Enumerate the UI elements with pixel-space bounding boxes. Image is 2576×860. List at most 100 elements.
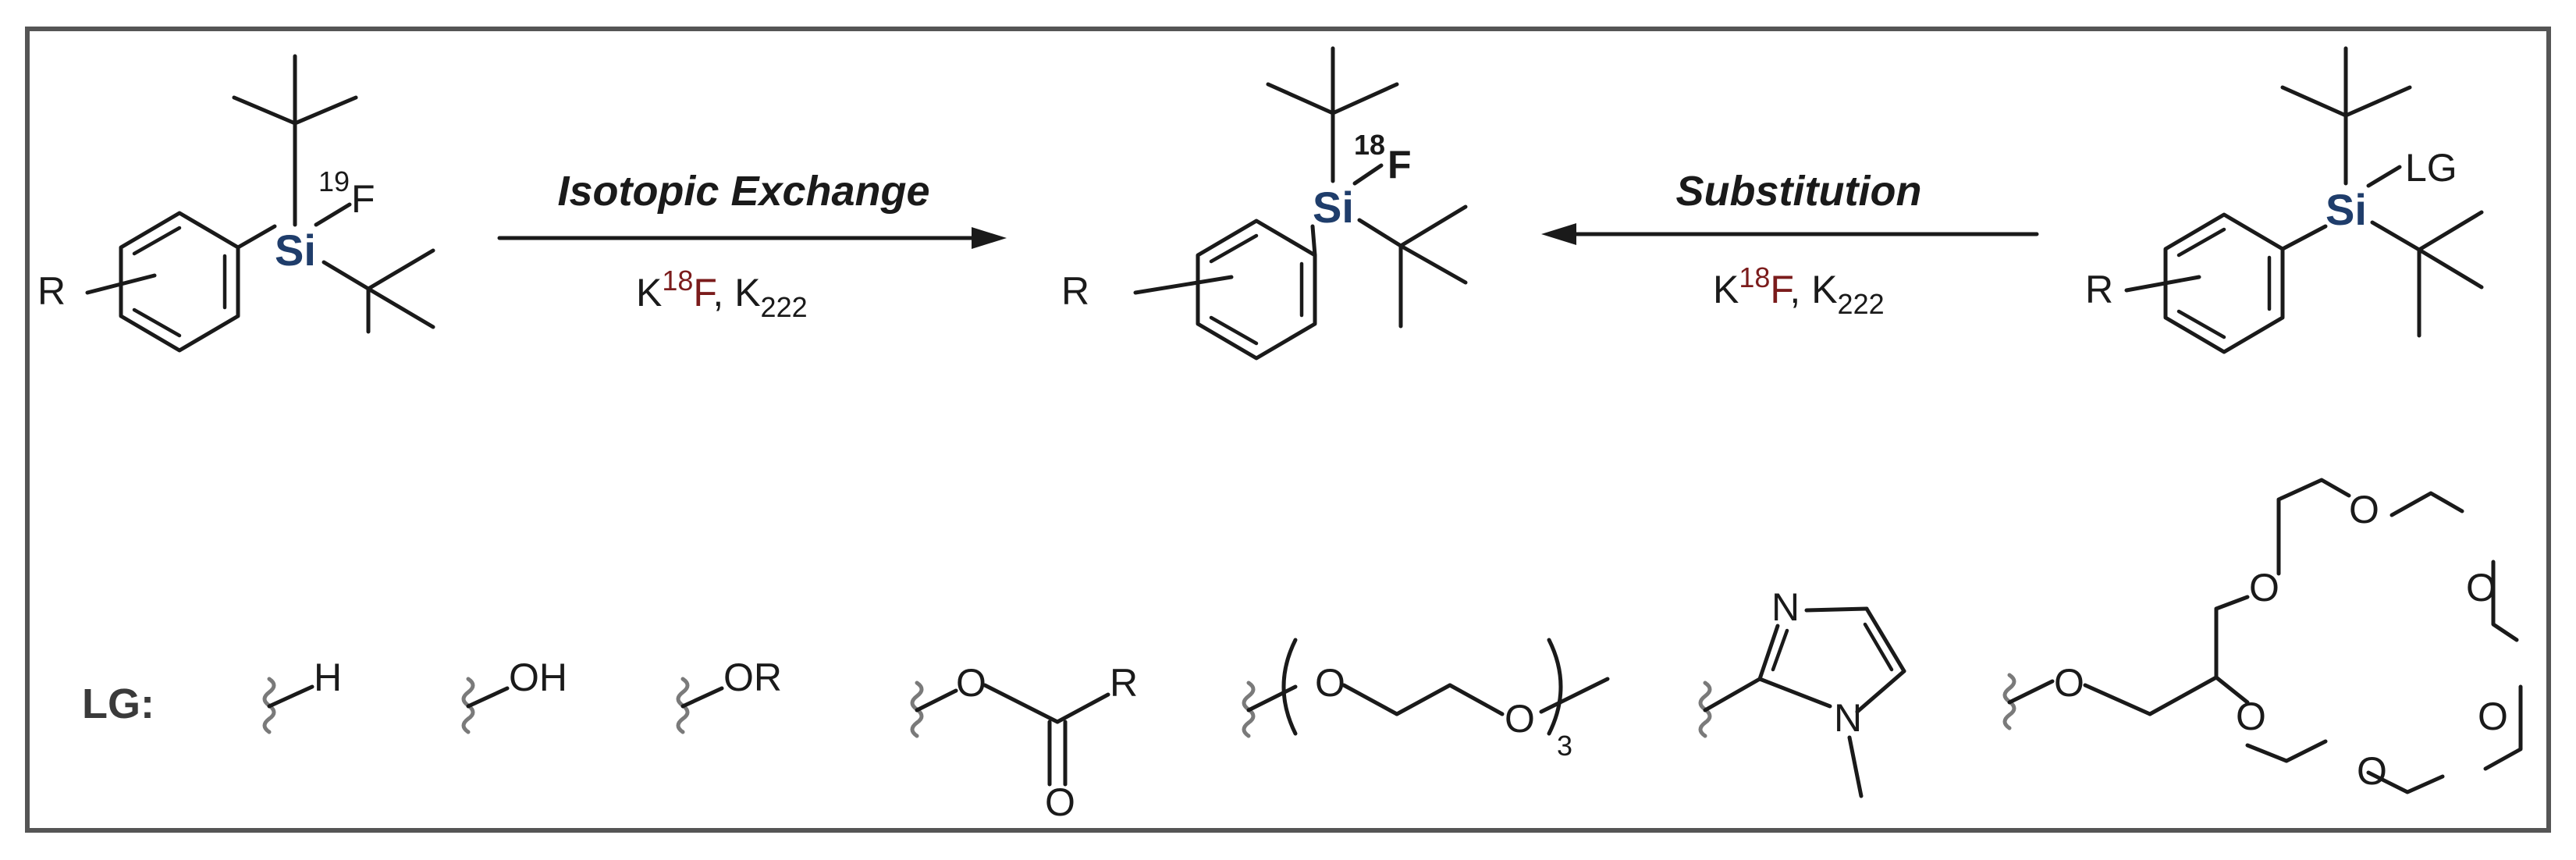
substitution-label: Substitution [1676, 168, 1922, 215]
lg-row-label: LG: [82, 681, 155, 727]
left-tbu-methyl [232, 95, 297, 126]
right-r-label: R [2085, 268, 2113, 311]
center-si-tbu-bond [1357, 218, 1403, 248]
right-si-tbu-bond [2370, 220, 2421, 252]
scheme-frame [25, 27, 2551, 833]
lg-hydroxyl: OH [461, 656, 567, 734]
right-r-bond [2124, 275, 2201, 293]
lg-crown-link-o-label: O [2054, 661, 2084, 705]
left-silicon-label: Si [275, 226, 316, 275]
left-reagent-f: F [693, 271, 716, 315]
lg-peg-bond [1395, 683, 1452, 716]
lg-peg-left-bracket [1281, 638, 1298, 736]
right-ring-double-bond [2176, 227, 2226, 258]
center-ring-double-bond [1209, 315, 1259, 346]
lg-ester: O R O [910, 661, 1138, 824]
center-tbu-methyl [1398, 204, 1468, 248]
left-tbu-methyl [293, 95, 358, 126]
right-tbu-methyl [2343, 85, 2412, 118]
center-si-f-bond [1352, 163, 1384, 186]
left-tbu-methyl [366, 286, 435, 329]
left-fluorine-mass: 19 [318, 165, 350, 197]
left-ring-si-bond [236, 224, 277, 250]
crown-oxygen-label: O [2357, 749, 2387, 793]
right-reagent-text: K18F, K222 [1713, 261, 1885, 320]
left-reagent-sub: 222 [761, 291, 808, 323]
center-fluorine-mass: 18 [1354, 129, 1385, 161]
left-r-bond [85, 273, 157, 295]
lg-ester-r-label: R [1110, 661, 1138, 705]
center-ring-double-bond [1209, 233, 1259, 264]
crown-oxygen-label: O [2249, 566, 2279, 609]
center-ring-si-bond [1310, 224, 1317, 258]
right-tbu-methyl [2280, 85, 2348, 118]
lg-ester-bond [982, 683, 1060, 724]
lg-methylimidazole: N N [1698, 585, 1906, 798]
lg-ester-carbonyl-label: O [1045, 780, 1075, 824]
center-tbu-methyl [1266, 82, 1335, 115]
left-r-label: R [37, 269, 66, 313]
lg-peg-bond [1341, 683, 1399, 716]
lg-crown-bond [2007, 679, 2055, 705]
lg-alkoxy: OR [676, 656, 782, 734]
lg-peg-bond [1539, 677, 1610, 714]
lg-imidazole-ring-bond [1757, 677, 1832, 709]
lg-peg: O O 3 [1242, 638, 1610, 762]
lg-ester-bond [915, 688, 958, 713]
left-reagent-k: K [636, 271, 662, 315]
lg-hydride: H [262, 656, 342, 734]
right-si-lg-bond [2366, 165, 2402, 188]
forward-arrowhead [972, 227, 1007, 249]
lg-ester-oxygen-label: O [956, 661, 986, 705]
lg-hydroxyl-bond [466, 686, 510, 709]
right-silicon-label: Si [2326, 185, 2367, 234]
lg-imidazole-ring-bond [1804, 606, 1869, 613]
left-tbu-methyl [366, 248, 435, 291]
left-reagent-mass: 18 [662, 265, 693, 297]
lg-hydride-label: H [314, 656, 342, 699]
lg-imidazole-ring-bond [1864, 606, 1906, 673]
reverse-arrowhead [1541, 223, 1576, 245]
substitution-arrow: Substitution K18F, K222 [1541, 168, 2039, 320]
crown-oxygen-label: O [2478, 695, 2508, 738]
lg-crown-ether: O O O O O O O [2002, 478, 2523, 794]
left-reagent-text: K18F, K222 [636, 265, 808, 323]
isotopic-exchange-label: Isotopic Exchange [557, 168, 929, 215]
center-fluorine-label: F [1387, 143, 1412, 187]
center-tbu-methyl [1331, 82, 1399, 115]
lg-crown-bond [2083, 683, 2152, 716]
left-fluorine-label: F [351, 177, 375, 221]
lg-imidazole-double-bond [1771, 628, 1789, 672]
right-ring-si-bond [2280, 224, 2328, 251]
lg-peg-o1-label: O [1315, 661, 1345, 705]
lg-ester-bond [1055, 692, 1110, 724]
left-reagent-sep: , K [712, 271, 760, 315]
right-ring-double-bond [2176, 309, 2226, 339]
crown-oxygen-label: O [2466, 566, 2496, 609]
left-silyl-fluoride: R Si 19 F [37, 54, 435, 353]
crown-oxygen-label: O [2236, 695, 2266, 738]
lg-hydride-bond [267, 684, 314, 709]
center-r-bond [1133, 275, 1234, 295]
lg-imidazole-methyl-bond [1847, 735, 1864, 798]
right-reagent-sep: , K [1789, 268, 1837, 311]
lg-imidazole-ring-bond [1757, 624, 1780, 681]
lg-imidazole-n2-label: N [1834, 696, 1862, 740]
center-silyl-fluoride: R Si 18 F [1061, 46, 1468, 361]
lg-peg-bond [1448, 683, 1505, 716]
right-reagent-sub: 222 [1838, 288, 1885, 320]
lg-alkoxy-bond [680, 686, 724, 709]
lg-imidazole-ring-bond [1855, 669, 1906, 714]
lg-peg-bond [1246, 684, 1298, 713]
isotopic-exchange-arrow: Isotopic Exchange K18F, K222 [497, 168, 1007, 323]
right-tbu-methyl [2417, 210, 2484, 252]
center-r-label: R [1061, 269, 1089, 313]
left-ring-double-bond [132, 307, 182, 338]
lg-peg-o2-label: O [1505, 697, 1535, 741]
left-si-tbu-bond [322, 260, 371, 291]
left-si-f-bond [314, 202, 352, 227]
left-ring-double-bond [132, 226, 182, 256]
lg-imidazole-bond [1703, 677, 1762, 713]
crown-ring [2214, 478, 2523, 794]
